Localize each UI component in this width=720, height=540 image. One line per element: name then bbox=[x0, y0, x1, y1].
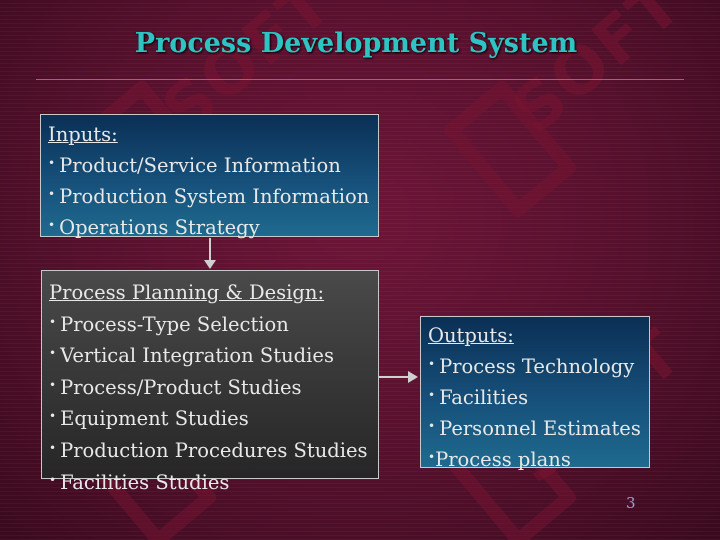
inputs-item: •Production System Information bbox=[48, 185, 370, 208]
bullet-icon: • bbox=[49, 472, 57, 487]
bullet-icon: • bbox=[49, 440, 57, 455]
outputs-item: •Facilities bbox=[428, 386, 529, 409]
planning-box: Process Planning & Design: •Process-Type… bbox=[41, 270, 379, 494]
bullet-icon: • bbox=[428, 450, 436, 464]
bullet-icon: • bbox=[49, 346, 57, 361]
bullet-icon: • bbox=[428, 419, 436, 433]
inputs-item: •Product/Service Information bbox=[48, 154, 341, 177]
bullet-icon: • bbox=[48, 187, 56, 201]
title-divider bbox=[36, 79, 684, 80]
arrow-right-icon bbox=[379, 371, 418, 383]
outputs-item: •Process plans bbox=[428, 448, 571, 471]
planning-item: •Process/Product Studies bbox=[49, 375, 302, 399]
bullet-icon: • bbox=[48, 218, 56, 232]
planning-item: •Process-Type Selection bbox=[49, 312, 289, 336]
outputs-heading: Outputs: bbox=[428, 324, 514, 347]
bullet-icon: • bbox=[49, 377, 57, 392]
inputs-box: Inputs: •Product/Service Information •Pr… bbox=[40, 114, 379, 239]
outputs-item: •Process Technology bbox=[428, 355, 635, 378]
inputs-item: •Operations Strategy bbox=[48, 216, 260, 239]
bullet-icon: • bbox=[428, 388, 436, 402]
page-number: 3 bbox=[626, 494, 636, 512]
bullet-icon: • bbox=[49, 314, 57, 329]
bullet-icon: • bbox=[49, 409, 57, 424]
arrow-down-icon bbox=[204, 238, 216, 269]
inputs-heading: Inputs: bbox=[48, 123, 118, 146]
planning-item: •Equipment Studies bbox=[49, 407, 249, 431]
bullet-icon: • bbox=[48, 156, 56, 170]
planning-item: •Vertical Integration Studies bbox=[49, 344, 334, 368]
outputs-box: Outputs: •Process Technology •Facilities… bbox=[420, 316, 650, 471]
bullet-icon: • bbox=[428, 357, 436, 371]
outputs-item: •Personnel Estimates bbox=[428, 417, 641, 440]
planning-heading: Process Planning & Design: bbox=[49, 281, 325, 304]
planning-item: •Facilities Studies bbox=[49, 470, 230, 494]
planning-item: •Production Procedures Studies bbox=[49, 438, 368, 462]
slide-title: Process Development System bbox=[134, 28, 578, 59]
